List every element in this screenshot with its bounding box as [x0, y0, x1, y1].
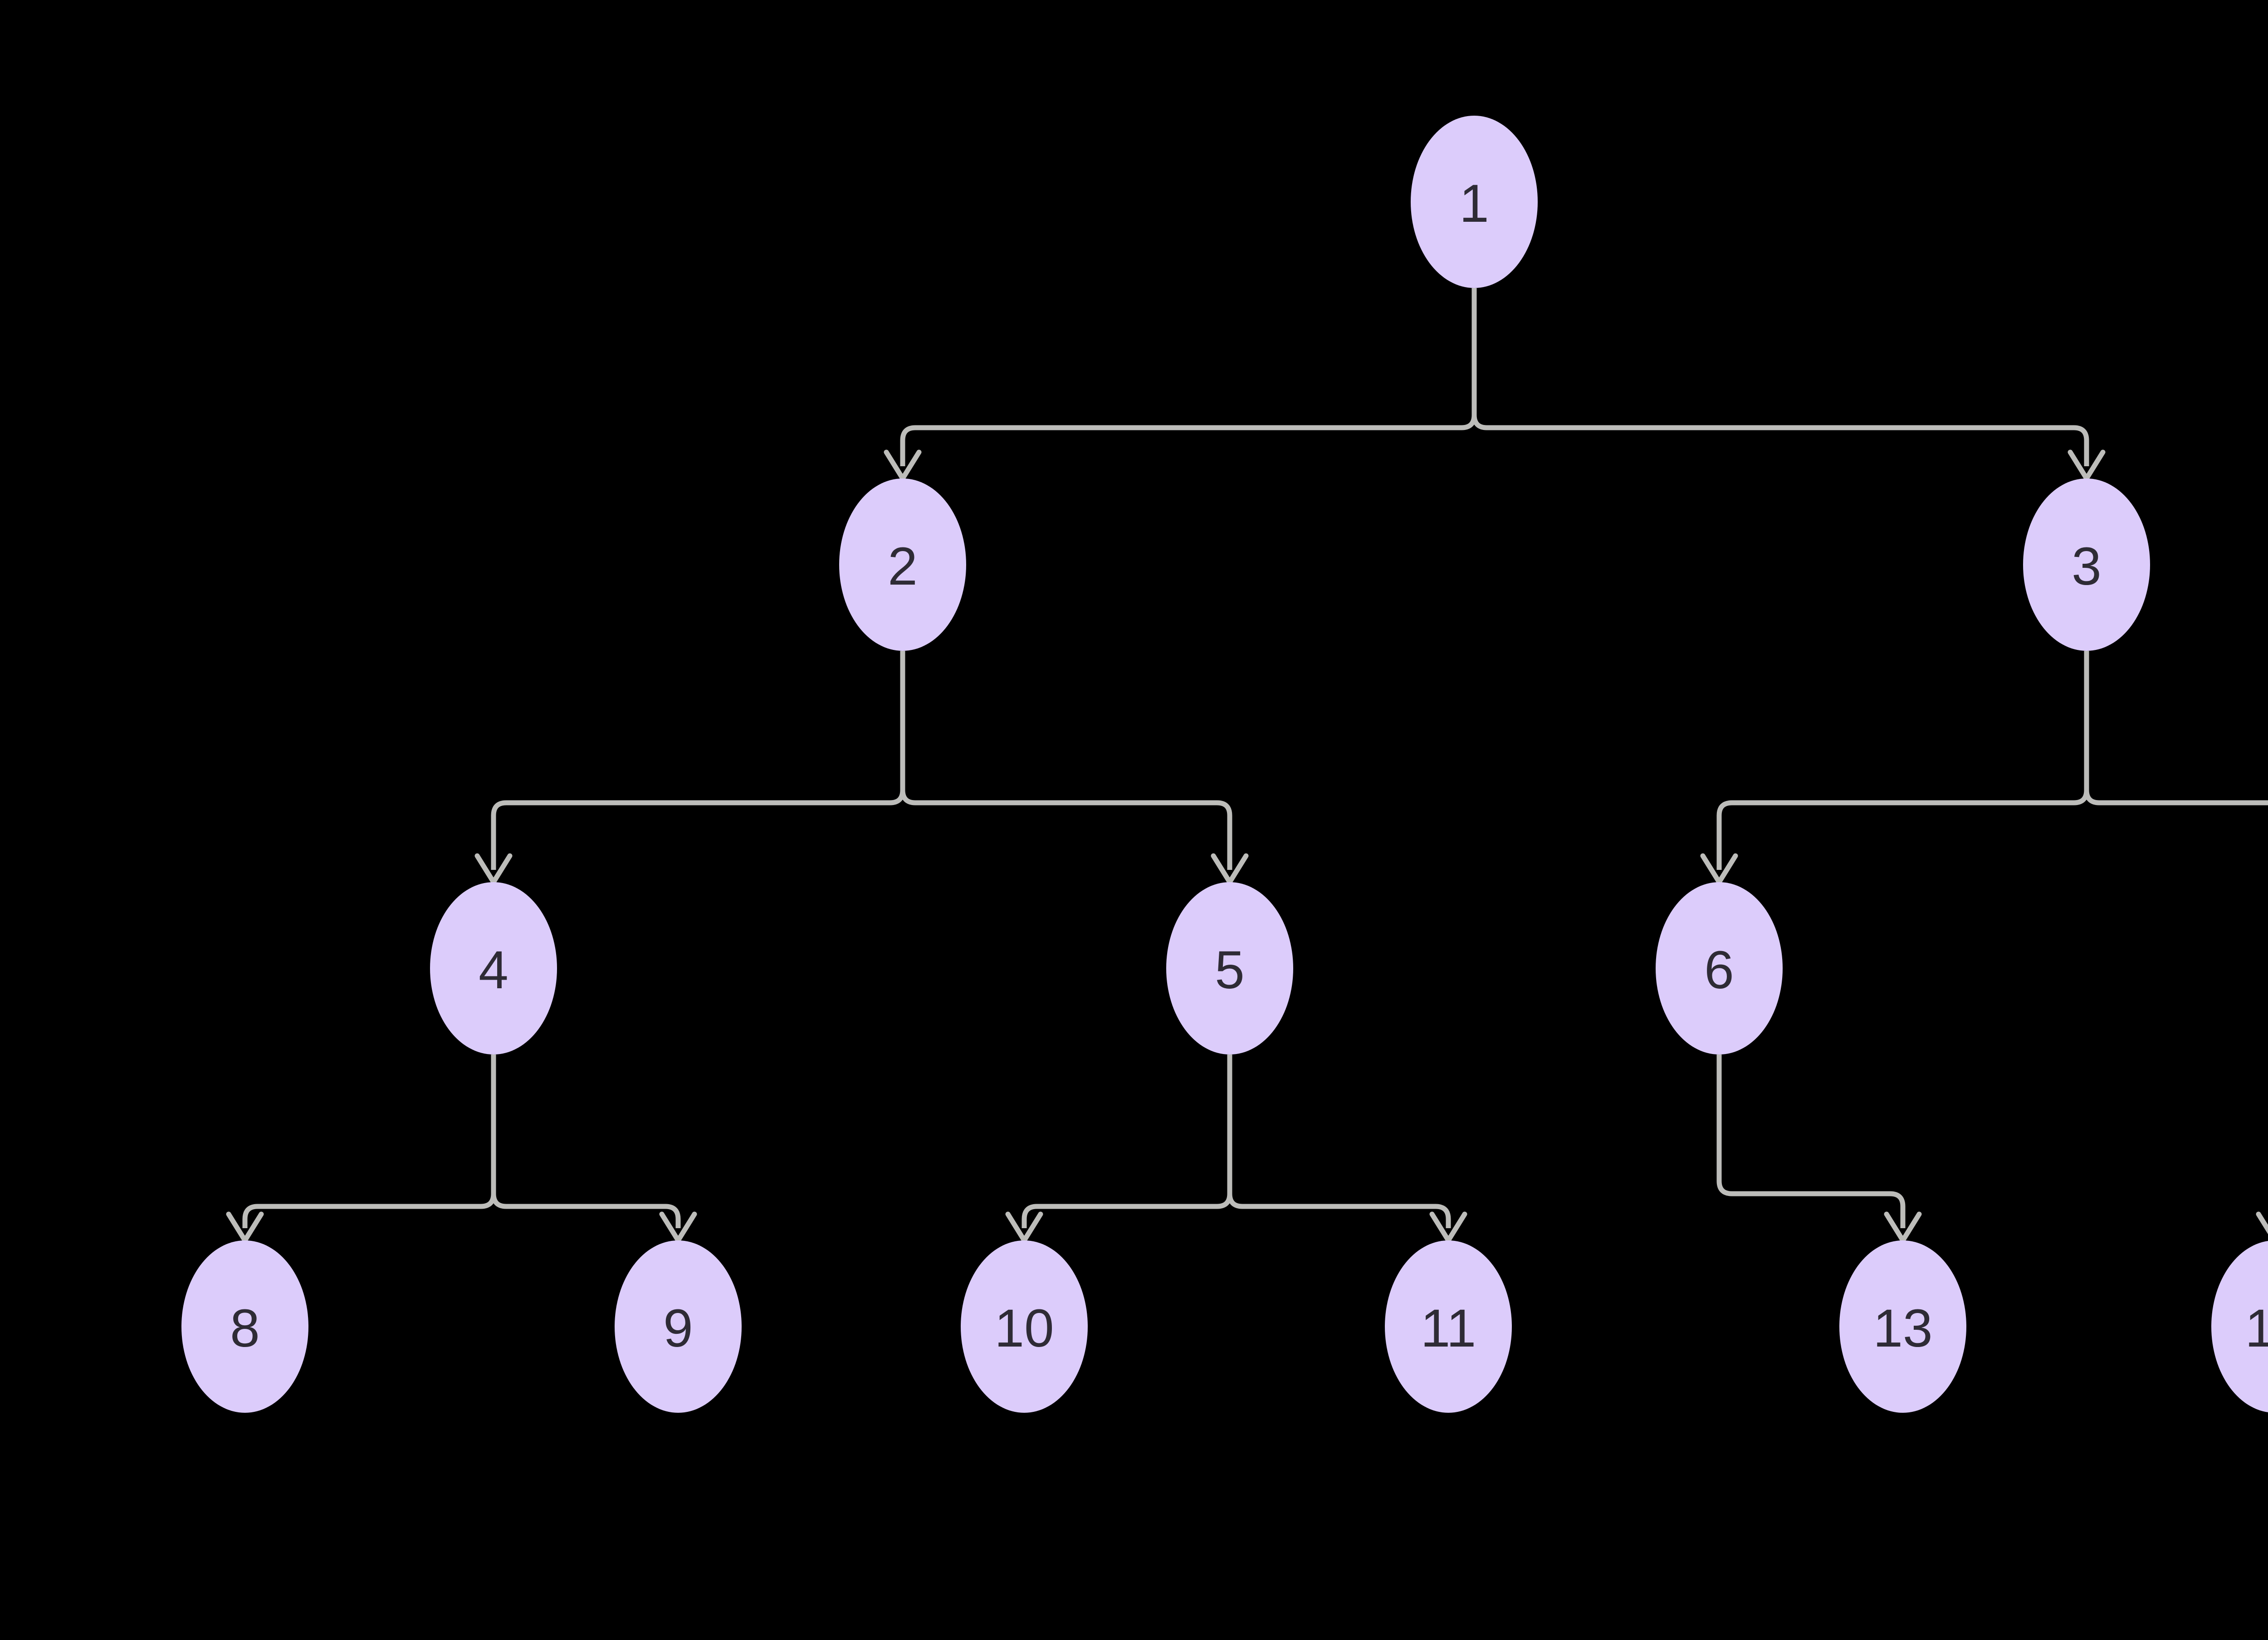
- tree-node[interactable]: 2: [839, 478, 966, 651]
- tree-edge: [900, 288, 1477, 466]
- node-shape[interactable]: [181, 1240, 308, 1413]
- tree-edge: [1022, 1054, 1232, 1228]
- tree-edge: [1227, 1054, 1451, 1228]
- tree-node[interactable]: 6: [1656, 882, 1783, 1054]
- node-shape[interactable]: [961, 1240, 1088, 1413]
- tree-edge: [242, 1054, 496, 1228]
- tree-edge: [1716, 651, 2089, 870]
- tree-node[interactable]: 13: [1839, 1240, 1966, 1413]
- node-shape[interactable]: [1166, 882, 1293, 1054]
- tree-edge: [2084, 651, 2268, 805]
- tree-node[interactable]: 9: [615, 1240, 742, 1413]
- tree-edge: [1716, 1054, 1906, 1228]
- tree-node[interactable]: 4: [430, 882, 557, 1054]
- tree-edge: [491, 651, 905, 870]
- tree-node[interactable]: 10: [961, 1240, 1088, 1413]
- edges-layer: [226, 288, 2268, 1243]
- tree-node[interactable]: 1: [1411, 116, 1538, 288]
- tree-edge: [1471, 288, 2089, 466]
- tree-node[interactable]: 14: [2211, 1240, 2268, 1413]
- node-shape[interactable]: [1385, 1240, 1512, 1413]
- node-shape[interactable]: [2023, 478, 2150, 651]
- nodes-layer: 12345678910111314: [181, 116, 2268, 1413]
- node-shape[interactable]: [430, 882, 557, 1054]
- node-shape[interactable]: [1411, 116, 1538, 288]
- tree-node[interactable]: 11: [1385, 1240, 1512, 1413]
- node-shape[interactable]: [1839, 1240, 1966, 1413]
- node-shape[interactable]: [615, 1240, 742, 1413]
- tree-edge: [491, 1054, 681, 1228]
- tree-edge: [900, 651, 1232, 870]
- node-shape[interactable]: [839, 478, 966, 651]
- tree-node[interactable]: 8: [181, 1240, 308, 1413]
- tree-node[interactable]: 5: [1166, 882, 1293, 1054]
- node-shape[interactable]: [2211, 1240, 2268, 1413]
- tree-node[interactable]: 3: [2023, 478, 2150, 651]
- node-shape[interactable]: [1656, 882, 1783, 1054]
- edge-arrowhead-icon: [2256, 1211, 2268, 1235]
